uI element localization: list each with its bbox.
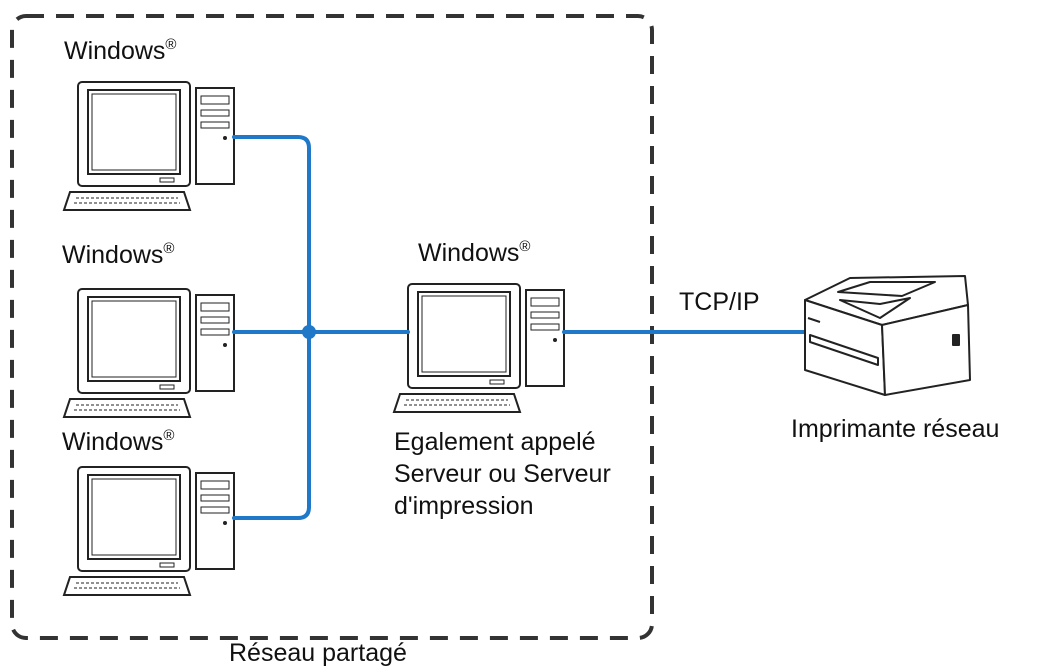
- tcp-ip-label: TCP/IP: [679, 288, 760, 316]
- client-pc-2: [63, 288, 235, 418]
- client-pc-3: [63, 466, 235, 596]
- printer-icon: [804, 275, 971, 396]
- server-label: Windows®: [418, 238, 531, 267]
- shared-network-label: Réseau partagé: [229, 639, 407, 667]
- server-caption: Egalement appelé Serveur ou Serveur d'im…: [394, 428, 611, 520]
- client-3-label: Windows®: [62, 427, 175, 456]
- shared-network-boundary: [10, 14, 654, 640]
- client-pc-1: [63, 81, 235, 211]
- network-printer-label: Imprimante réseau: [791, 415, 1000, 443]
- client-1-label: Windows®: [64, 36, 177, 65]
- server-pc: [393, 283, 565, 413]
- client-2-label: Windows®: [62, 240, 175, 269]
- network-junction: [302, 325, 316, 339]
